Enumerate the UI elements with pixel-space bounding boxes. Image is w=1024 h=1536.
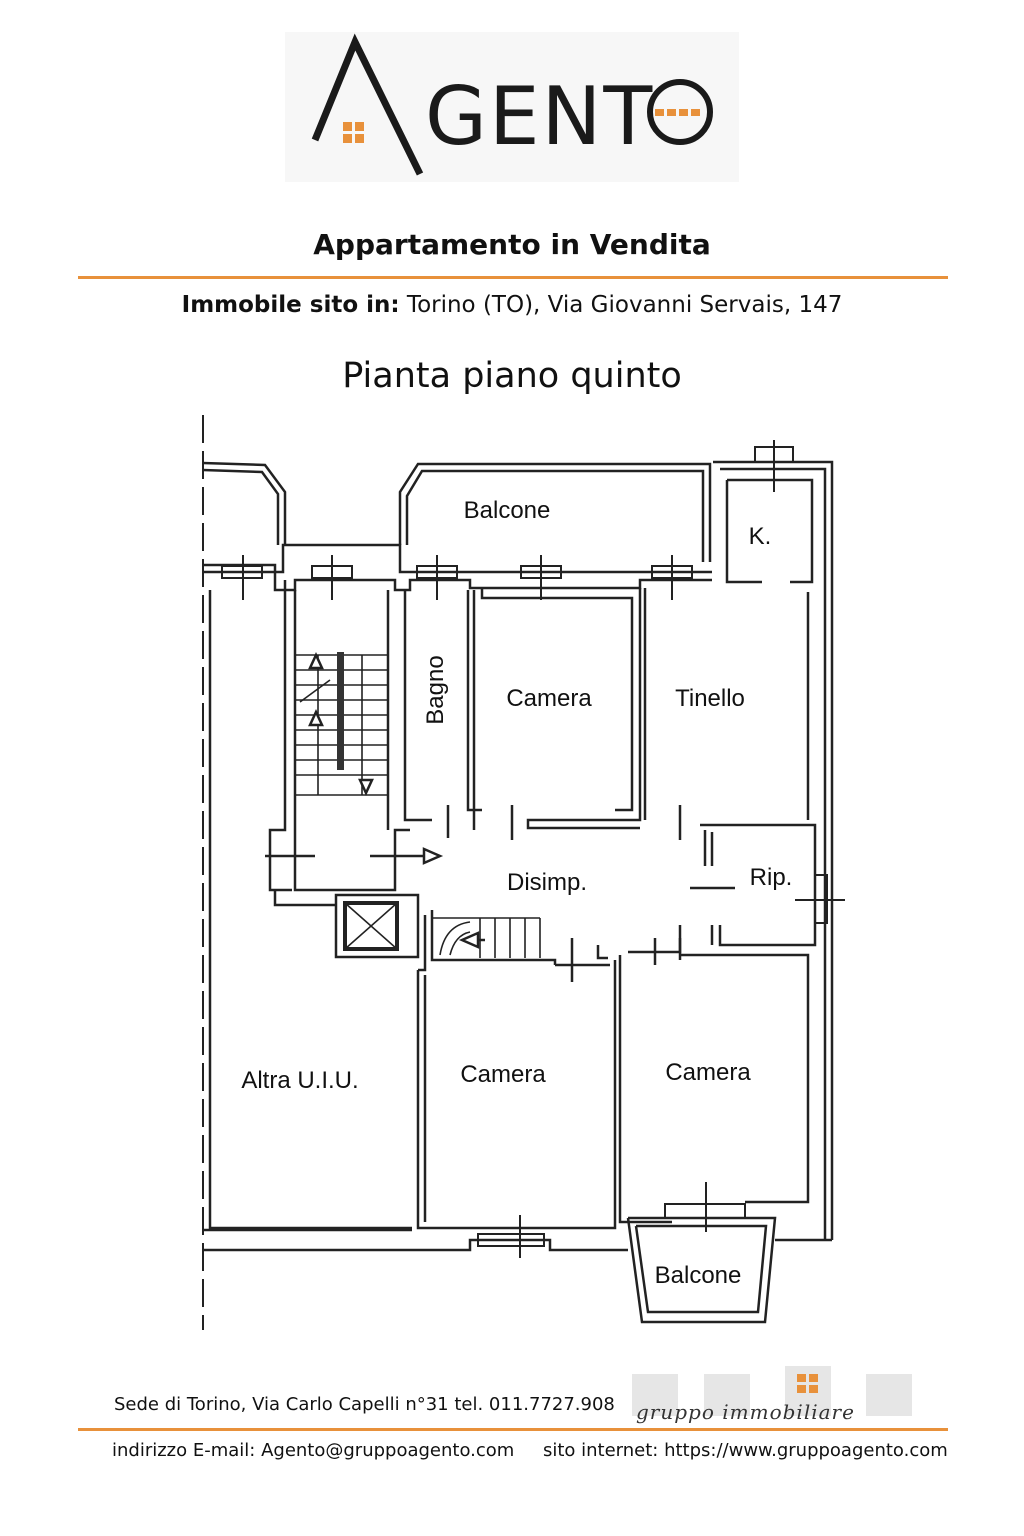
room-label-bagno: Bagno — [422, 655, 449, 724]
logo-square-house — [785, 1366, 831, 1416]
room-labels: Balcone K. Bagno Camera Tinello Disimp. … — [241, 497, 792, 1289]
email-text[interactable]: indirizzo E-mail: Agento@gruppoagento.co… — [112, 1440, 515, 1461]
header-divider — [78, 276, 948, 279]
room-label-balcone-bottom: Balcone — [655, 1262, 742, 1289]
logo-square — [632, 1374, 678, 1416]
house-icon — [797, 1374, 818, 1393]
room-label-camera-bottom-left: Camera — [460, 1061, 546, 1088]
room-label-k: K. — [749, 523, 772, 550]
gruppo-immobiliare-logo: gruppo immobiliare — [632, 1364, 917, 1430]
room-label-tinello: Tinello — [675, 685, 745, 712]
listing-title: Appartamento in Vendita — [313, 228, 711, 261]
plan-walls — [202, 415, 845, 1330]
address-value: Torino (TO), Via Giovanni Servais, 147 — [406, 292, 843, 318]
office-address: Sede di Torino, Via Carlo Capelli n°31 t… — [114, 1394, 615, 1415]
contact-line: indirizzo E-mail: Agento@gruppoagento.co… — [112, 1440, 948, 1461]
website-text[interactable]: sito internet: https://www.gruppoagento.… — [542, 1440, 948, 1461]
room-label-balcone-top: Balcone — [464, 497, 551, 524]
floor-plan-title: Pianta piano quinto — [342, 356, 682, 396]
room-label-camera-top: Camera — [506, 685, 592, 712]
brand-script: gruppo immobiliare — [636, 1400, 855, 1424]
agento-logo-graphic: GENT — [311, 33, 713, 176]
room-label-altra-uiu: Altra U.I.U. — [241, 1067, 358, 1094]
property-address: Immobile sito in: Torino (TO), Via Giova… — [0, 292, 1024, 318]
address-label: Immobile sito in: — [181, 292, 400, 318]
room-label-camera-bottom-right: Camera — [665, 1059, 751, 1086]
logo-square — [704, 1374, 750, 1416]
footer-divider — [78, 1428, 948, 1431]
room-label-disimp: Disimp. — [507, 869, 587, 896]
room-label-rip: Rip. — [750, 864, 793, 891]
logo-square — [866, 1374, 912, 1416]
svg-text:GENT: GENT — [425, 70, 654, 163]
company-logo: GENT — [285, 32, 739, 182]
